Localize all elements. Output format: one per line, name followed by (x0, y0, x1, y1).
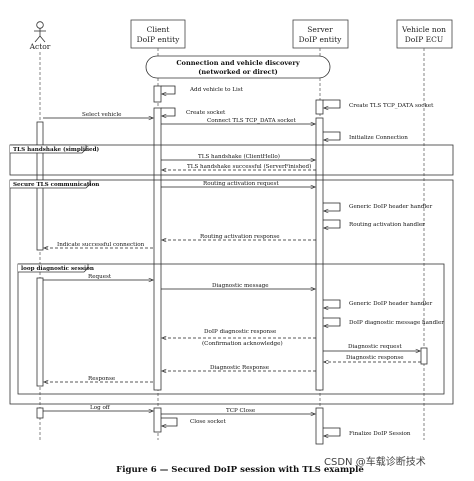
init-connection-self-arrow (323, 131, 341, 140)
diag-response-label: Diagnostic Response (210, 365, 270, 371)
routing-handler-self-arrow (323, 219, 341, 228)
select-vehicle-label: Select vehicle (82, 112, 122, 118)
server-activation-1 (315, 99, 324, 115)
connect-tls-label: Connect TLS TCP_DATA socket (207, 118, 296, 124)
server-label-line2: DoIP entity (299, 35, 343, 44)
create-socket-self-arrow (161, 107, 176, 116)
tls-handshake-frame: TLS handshake (simplified) (9, 144, 454, 176)
secure-tls-frame-label: Secure TLS communication (13, 182, 99, 188)
tls-hs-label: TLS handshake (ClientHello) (198, 153, 280, 160)
diag-msg-label: Diagnostic message (212, 283, 269, 289)
discovery-note-line2: (networked or direct) (198, 68, 278, 76)
client-activation-main (153, 107, 162, 391)
tls-handshake-frame-label: TLS handshake (simplified) (13, 146, 100, 153)
client-activation-end (153, 407, 162, 433)
diag-handler-label: DoIP diagnostic message handler (349, 320, 444, 326)
figure-caption: Figure 6 — Secured DoIP session with TLS… (116, 465, 364, 475)
discovery-note-line1: Connection and vehicle discovery (176, 59, 300, 67)
ecu-participant: Vehicle non DoIP ECU (396, 19, 453, 49)
server-activation-main (315, 117, 324, 391)
gen-hdr-1-label: Generic DoIP header handler (349, 204, 432, 210)
client-label-line1: Client (147, 25, 170, 34)
server-participant: Server DoIP entity (292, 19, 349, 49)
gen-hdr-1-self-arrow (323, 202, 341, 211)
response-label: Response (88, 376, 116, 382)
diag-response-ecu-label: Diagnostic response (346, 355, 404, 361)
actor-activation-2 (36, 277, 44, 387)
loop-frame: loop diagnostic session (17, 263, 445, 395)
indicate-conn-label: Indicate successful connection (57, 242, 145, 248)
tcp-close-label: TCP Close (226, 408, 256, 414)
actor-label: Actor (29, 42, 51, 51)
loop-frame-label: loop diagnostic session (21, 266, 94, 272)
create-tls-socket-label: Create TLS TCP_DATA socket (349, 103, 434, 109)
server-activation-end (315, 407, 324, 445)
client-participant: Client DoIP entity (130, 19, 186, 49)
gen-hdr-2-label: Generic DoIP header handler (349, 301, 432, 307)
create-tls-socket-self-arrow (323, 99, 341, 108)
add-vehicle-label: Add vehicle to List (189, 87, 244, 93)
request-label: Request (88, 274, 112, 280)
routing-handler-label: Routing activation handler (349, 222, 425, 228)
ecu-label-line1: Vehicle non (401, 25, 446, 34)
close-socket-self-arrow (161, 417, 178, 426)
actor-activation-3 (36, 407, 44, 419)
watermark: CSDN @车载诊断技术 (324, 455, 426, 468)
ecu-activation (420, 347, 428, 365)
tls-hs-ok-label: TLS handshake successful (ServerFinished… (187, 163, 311, 170)
actor-participant: Actor (29, 21, 51, 51)
log-off-label: Log off (90, 405, 111, 411)
finalize-label: Finalize DoIP Session (349, 431, 411, 437)
close-socket-label: Close socket (190, 419, 226, 425)
server-label-line1: Server (307, 25, 333, 34)
gen-hdr-2-self-arrow (323, 299, 341, 308)
diag-request-label: Diagnostic request (348, 344, 402, 350)
routing-resp-label: Routing activation response (200, 234, 280, 240)
confirm-ack-label: (Confirmation acknowledge) (202, 340, 283, 347)
finalize-self-arrow (323, 427, 341, 436)
diag-handler-self-arrow (323, 317, 341, 326)
init-connection-label: Initialize Connection (349, 135, 408, 141)
create-socket-label: Create socket (186, 110, 226, 116)
ecu-label-line2: DoIP ECU (405, 35, 443, 44)
secure-tls-frame: Secure TLS communication (9, 179, 454, 405)
discovery-note: Connection and vehicle discovery (networ… (145, 55, 331, 79)
add-vehicle-self-arrow (161, 85, 176, 94)
doip-diag-resp-label: DoIP diagnostic response (204, 329, 277, 335)
client-label-line2: DoIP entity (137, 35, 181, 44)
routing-req-label: Routing activation request (203, 181, 279, 187)
client-activation-1 (153, 85, 162, 103)
